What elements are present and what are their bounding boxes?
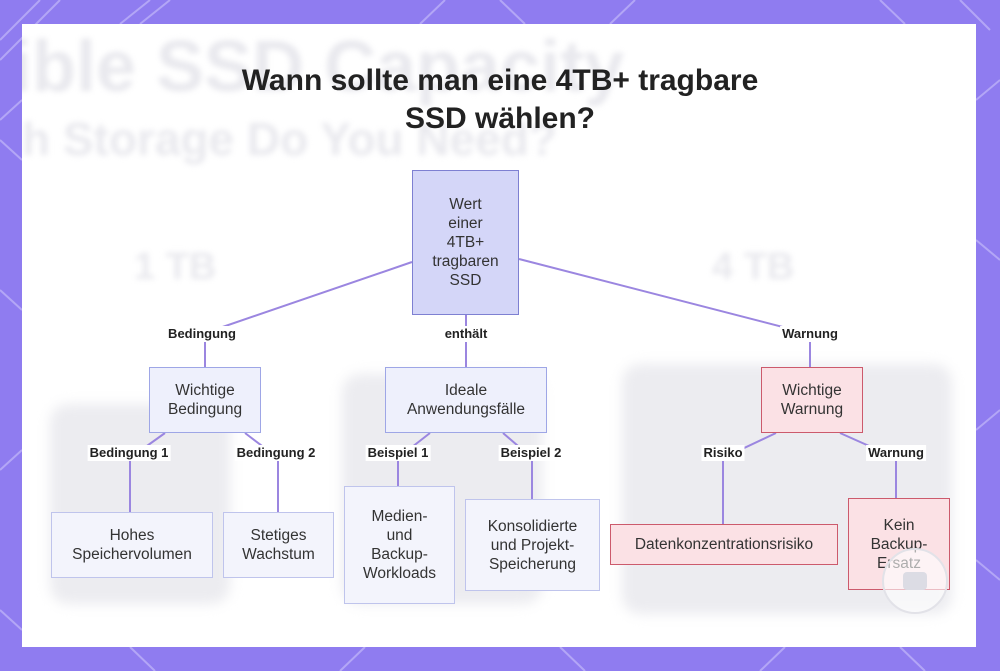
media-backup-node-line: Medien- (371, 508, 428, 525)
root-node-line: 4TB+ (446, 234, 485, 251)
warning-node-line: Warnung (780, 401, 844, 418)
edge-label-enthaelt: enthält (442, 326, 490, 342)
root-node-line: Wert (449, 196, 482, 213)
condition-node-line: Wichtige (175, 382, 235, 399)
storage-volume-node-line: Hohes (109, 527, 155, 544)
edge-label-bedingung: Bedingung (166, 326, 238, 342)
condition-node-line: Bedingung (167, 401, 243, 418)
root-node-line: einer (448, 215, 483, 232)
edge-label-bedingung-2: Bedingung 2 (234, 445, 318, 461)
growth-node-line: Wachstum (242, 546, 315, 563)
background-ghost-text: 4 TB (712, 246, 795, 288)
usecases-node-line: Ideale (444, 382, 488, 399)
consolidated-storage-node-line: Speicherung (488, 555, 577, 573)
storage-volume-node-line: Speichervolumen (72, 546, 192, 563)
data-concentration-risk-node-line: Datenkonzentrationsrisiko (634, 536, 814, 553)
root-node-line: SSD (449, 272, 482, 289)
storage-volume-node: Hohes Speichervolumen (51, 512, 213, 578)
watermark-logo-icon (882, 548, 948, 614)
root-node-line: tragbaren (432, 253, 499, 270)
diagram-title: Wann sollte man eine 4TB+ tragbare SSD w… (0, 62, 1000, 138)
edge-label-beispiel-2: Beispiel 2 (498, 445, 564, 461)
consolidated-storage-node-line: Konsolidierte (487, 517, 578, 535)
edge-label-risiko: Risiko (701, 445, 745, 461)
usecases-node: Ideale Anwendungsfälle (385, 367, 547, 433)
edge-ex-2 (502, 432, 533, 499)
condition-node: Wichtige Bedingung (149, 367, 261, 433)
root-node: Wert einer 4TB+ tragbaren SSD (412, 170, 519, 315)
edge-label-bedingung-1: Bedingung 1 (87, 445, 171, 461)
edge-label-warnung-2: Warnung (866, 445, 926, 461)
background-ghost-text: h Storage Do You Need? (22, 113, 558, 165)
media-backup-node-line: und (386, 527, 413, 544)
growth-node-line: Stetiges (250, 527, 307, 544)
data-concentration-risk-node: Datenkonzentrationsrisiko (610, 524, 838, 565)
media-backup-node: Medien- und Backup- Workloads (344, 486, 455, 604)
edge-root-condition (204, 261, 413, 368)
media-backup-node-line: Workloads (363, 565, 436, 582)
edge-root-warning (518, 258, 811, 368)
media-backup-node-line: Backup- (371, 546, 428, 563)
usecases-node-line: Anwendungsfälle (406, 401, 526, 418)
consolidated-storage-node-line: und Projekt- (490, 536, 575, 554)
title-line-2: SSD wählen? (404, 102, 596, 135)
edge-warn (839, 432, 897, 498)
warning-node: Wichtige Warnung (761, 367, 863, 433)
growth-node: Stetiges Wachstum (223, 512, 334, 578)
background-ghost-text: 1 TB (134, 246, 217, 288)
background-ghost-text: ible SSD Capacity (22, 27, 625, 107)
title-line-1: Wann sollte man eine 4TB+ tragbare (241, 64, 759, 97)
warning-node-line: Wichtige (782, 382, 842, 399)
edge-label-warnung: Warnung (780, 326, 840, 342)
no-backup-replacement-node-line: Kein (883, 516, 915, 534)
edge-label-beispiel-1: Beispiel 1 (365, 445, 431, 461)
consolidated-storage-node: Konsolidierte und Projekt- Speicherung (465, 499, 600, 591)
